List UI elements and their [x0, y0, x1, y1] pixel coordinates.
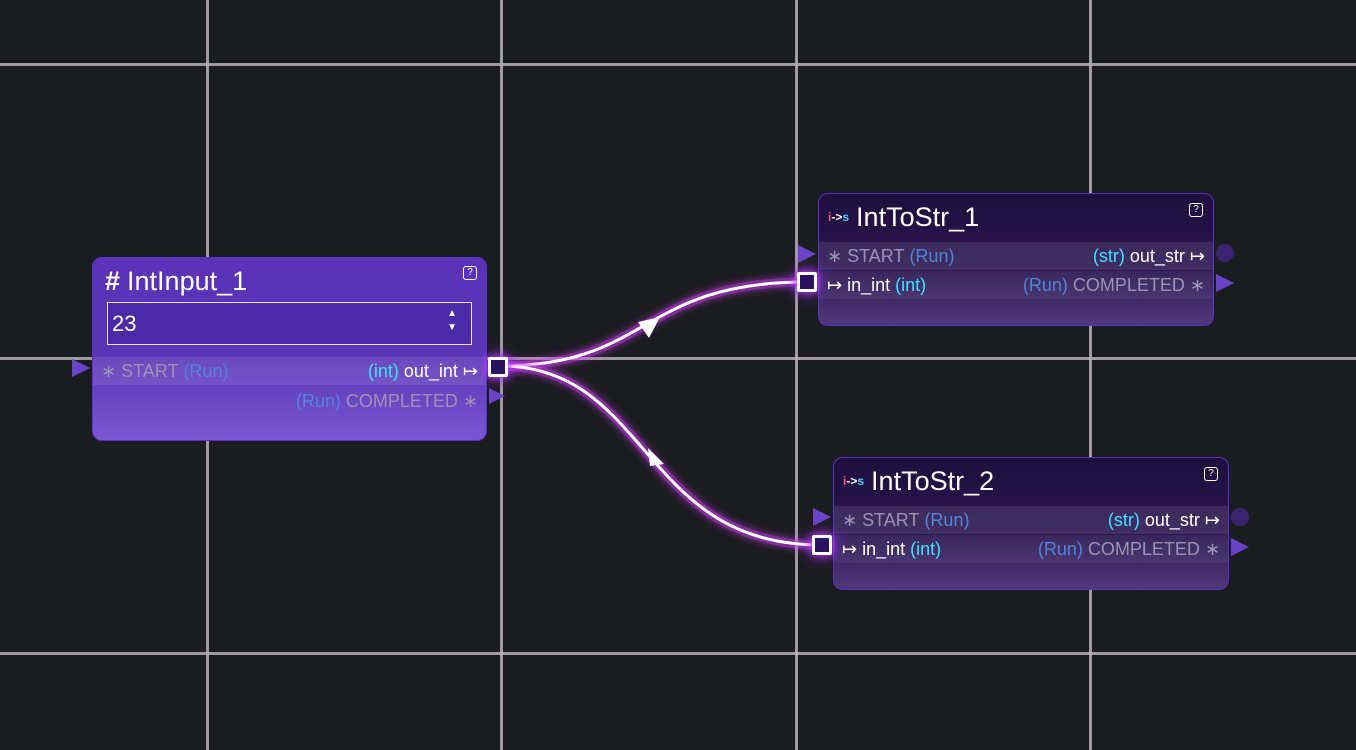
wire-out-int-to-int-to-str-1[interactable] [499, 277, 807, 371]
help-icon[interactable]: ? [1189, 203, 1203, 217]
port-row-in-int: ↦ in_int (int) (Run) COMPLETED ∗ [819, 271, 1213, 299]
out-label: out_str [1144, 509, 1200, 530]
start-type: (Run) [924, 509, 970, 530]
out-type: (str) [1092, 245, 1125, 266]
port-row-completed: (Run) COMPLETED ∗ [93, 387, 486, 415]
in-label: in_int [862, 538, 906, 559]
exec-out-port[interactable] [1216, 274, 1234, 292]
completed-label: COMPLETED [1072, 274, 1185, 295]
exec-marker: ∗ [1204, 538, 1220, 559]
hash-icon: # [105, 265, 121, 296]
exec-marker: ∗ [462, 390, 478, 411]
exec-marker: ∗ [101, 360, 117, 381]
node-int-to-str-2[interactable]: i->s IntToStr_2 ? ∗ START (Run) (str) ou… [833, 457, 1229, 590]
spin-up-icon[interactable]: ▲ [447, 308, 457, 319]
data-out-port[interactable] [1216, 244, 1234, 262]
in-type: (int) [910, 538, 942, 559]
out-label: out_int [403, 360, 458, 381]
int-to-str-icon: i->s [828, 210, 850, 224]
wire-out-int-to-int-to-str-2[interactable] [499, 361, 822, 550]
exec-in-port[interactable] [813, 508, 831, 526]
data-marker: ↦ [462, 360, 478, 381]
start-type: (Run) [183, 360, 229, 381]
data-in-port-in-int[interactable] [797, 272, 817, 292]
completed-type: (Run) [1037, 538, 1083, 559]
completed-label: COMPLETED [1087, 538, 1200, 559]
node-title: # IntInput_1 [105, 264, 247, 298]
node-title: i->s IntToStr_1 [828, 200, 979, 234]
grid-line [0, 63, 1356, 66]
port-row-start: ∗ START (Run) (int) out_int ↦ [93, 357, 486, 385]
int-value-input[interactable]: 23 ▲ ▼ [107, 302, 472, 345]
data-marker: ↦ [1189, 245, 1205, 266]
data-out-port-out-int[interactable] [488, 357, 508, 377]
node-title: i->s IntToStr_2 [843, 464, 994, 498]
int-to-str-icon: i->s [843, 474, 865, 488]
grid-line [0, 357, 1356, 360]
in-type: (int) [895, 274, 927, 295]
int-value: 23 [112, 310, 137, 336]
port-row-start: ∗ START (Run) (str) out_str ↦ [819, 242, 1213, 270]
exec-out-port[interactable] [489, 388, 505, 404]
data-in-port-in-int[interactable] [812, 535, 832, 555]
exec-marker: ∗ [842, 509, 858, 530]
node-int-to-str-1[interactable]: i->s IntToStr_1 ? ∗ START (Run) (str) ou… [818, 193, 1214, 326]
start-label: START [862, 509, 920, 530]
port-row-in-int: ↦ in_int (int) (Run) COMPLETED ∗ [834, 535, 1228, 563]
in-label: in_int [847, 274, 891, 295]
completed-label: COMPLETED [345, 390, 458, 411]
exec-marker: ∗ [1189, 274, 1205, 295]
data-marker: ↦ [1204, 509, 1220, 530]
node-title-text: IntToStr_1 [856, 201, 980, 232]
data-marker: ↦ [827, 274, 843, 295]
spinner-arrows[interactable]: ▲ ▼ [447, 307, 457, 335]
spin-down-icon[interactable]: ▼ [447, 322, 457, 333]
node-int-input[interactable]: # IntInput_1 ? 23 ▲ ▼ ∗ START (Run) (int… [92, 257, 487, 441]
help-icon[interactable]: ? [1204, 467, 1218, 481]
start-label: START [121, 360, 179, 381]
exec-out-port[interactable] [1231, 538, 1249, 556]
help-icon[interactable]: ? [463, 266, 477, 280]
start-label: START [847, 245, 905, 266]
start-type: (Run) [909, 245, 955, 266]
grid-line [1089, 0, 1092, 750]
data-out-port[interactable] [1231, 508, 1249, 526]
out-type: (str) [1107, 509, 1140, 530]
grid-line [0, 652, 1356, 655]
out-label: out_str [1129, 245, 1185, 266]
out-type: (int) [367, 360, 399, 381]
exec-in-port[interactable] [798, 245, 816, 263]
completed-type: (Run) [1022, 274, 1068, 295]
exec-marker: ∗ [827, 245, 843, 266]
exec-in-port[interactable] [72, 359, 90, 377]
completed-type: (Run) [295, 390, 341, 411]
port-row-start: ∗ START (Run) (str) out_str ↦ [834, 506, 1228, 534]
node-title-text: IntInput_1 [127, 265, 248, 296]
data-marker: ↦ [842, 538, 858, 559]
grid-line [795, 0, 798, 750]
node-title-text: IntToStr_2 [871, 465, 995, 496]
